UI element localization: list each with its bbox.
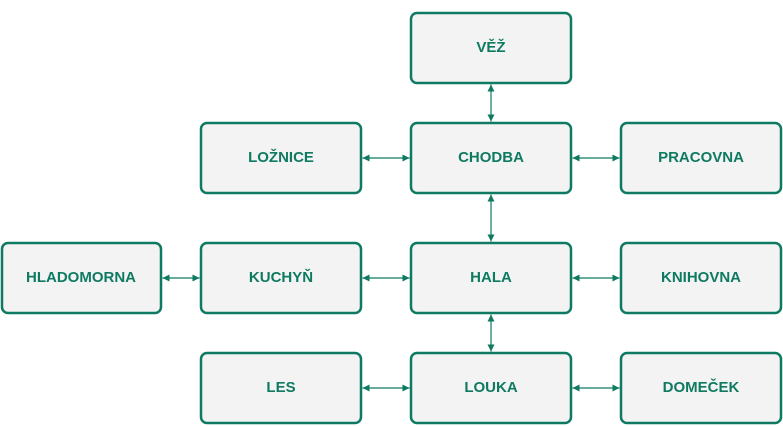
arrowhead-hala-knihovna-start: [572, 274, 580, 282]
node-hladomorna: HLADOMORNA: [0, 241, 163, 315]
node-kuchyn-label: KUCHYŇ: [249, 268, 313, 286]
arrowhead-hala-louka-end: [487, 344, 495, 352]
node-knihovna-label: KNIHOVNA: [661, 269, 741, 286]
arrowhead-chodba-pracovna-start: [572, 154, 580, 162]
arrowhead-les-louka-end: [402, 384, 410, 392]
node-hala-label: HALA: [470, 269, 512, 286]
node-louka-box: [409, 351, 573, 425]
arrowhead-les-louka-start: [362, 384, 370, 392]
node-hala: HALA: [409, 241, 573, 315]
node-kuchyn: KUCHYŇ: [199, 241, 363, 315]
node-louka-label: LOUKA: [464, 379, 517, 396]
arrowhead-hala-louka-start: [487, 314, 495, 322]
node-knihovna: KNIHOVNA: [619, 241, 783, 315]
arrowhead-loznice-chodba-end: [402, 154, 410, 162]
arrowhead-louka-domecek-end: [612, 384, 620, 392]
edges-layer: [162, 84, 620, 392]
node-loznice-box: [199, 121, 363, 195]
node-vez-box: [409, 11, 573, 85]
node-kuchyn-box: [199, 241, 363, 315]
node-vez: VĚŽ: [409, 11, 573, 85]
node-pracovna-label: PRACOVNA: [658, 149, 744, 166]
node-chodba-label: CHODBA: [458, 149, 524, 166]
node-les-label: LES: [266, 379, 295, 396]
node-vez-label: VĚŽ: [476, 38, 505, 56]
node-pracovna: PRACOVNA: [619, 121, 783, 195]
node-chodba: CHODBA: [409, 121, 573, 195]
arrowhead-chodba-pracovna-end: [612, 154, 620, 162]
node-loznice-label: LOŽNICE: [248, 148, 314, 166]
arrowhead-kuchyn-hala-end: [402, 274, 410, 282]
node-knihovna-box: [619, 241, 783, 315]
node-les: LES: [199, 351, 363, 425]
node-domecek: DOMEČEK: [619, 351, 783, 425]
arrowhead-chodba-hala-start: [487, 194, 495, 202]
node-domecek-box: [619, 351, 783, 425]
arrowhead-chodba-hala-end: [487, 234, 495, 242]
arrowhead-hladomorna-kuchyn-start: [162, 274, 170, 282]
node-chodba-box: [409, 121, 573, 195]
arrowhead-vez-chodba-start: [487, 84, 495, 92]
arrowhead-louka-domecek-start: [572, 384, 580, 392]
arrowhead-hladomorna-kuchyn-end: [192, 274, 200, 282]
arrowhead-vez-chodba-end: [487, 114, 495, 122]
node-hladomorna-box: [0, 241, 163, 315]
arrowhead-kuchyn-hala-start: [362, 274, 370, 282]
node-hladomorna-label: HLADOMORNA: [26, 269, 136, 286]
arrowhead-loznice-chodba-start: [362, 154, 370, 162]
node-pracovna-box: [619, 121, 783, 195]
node-les-box: [199, 351, 363, 425]
node-loznice: LOŽNICE: [199, 121, 363, 195]
node-hala-box: [409, 241, 573, 315]
node-louka: LOUKA: [409, 351, 573, 425]
node-domecek-label: DOMEČEK: [663, 378, 740, 396]
arrowhead-hala-knihovna-end: [612, 274, 620, 282]
